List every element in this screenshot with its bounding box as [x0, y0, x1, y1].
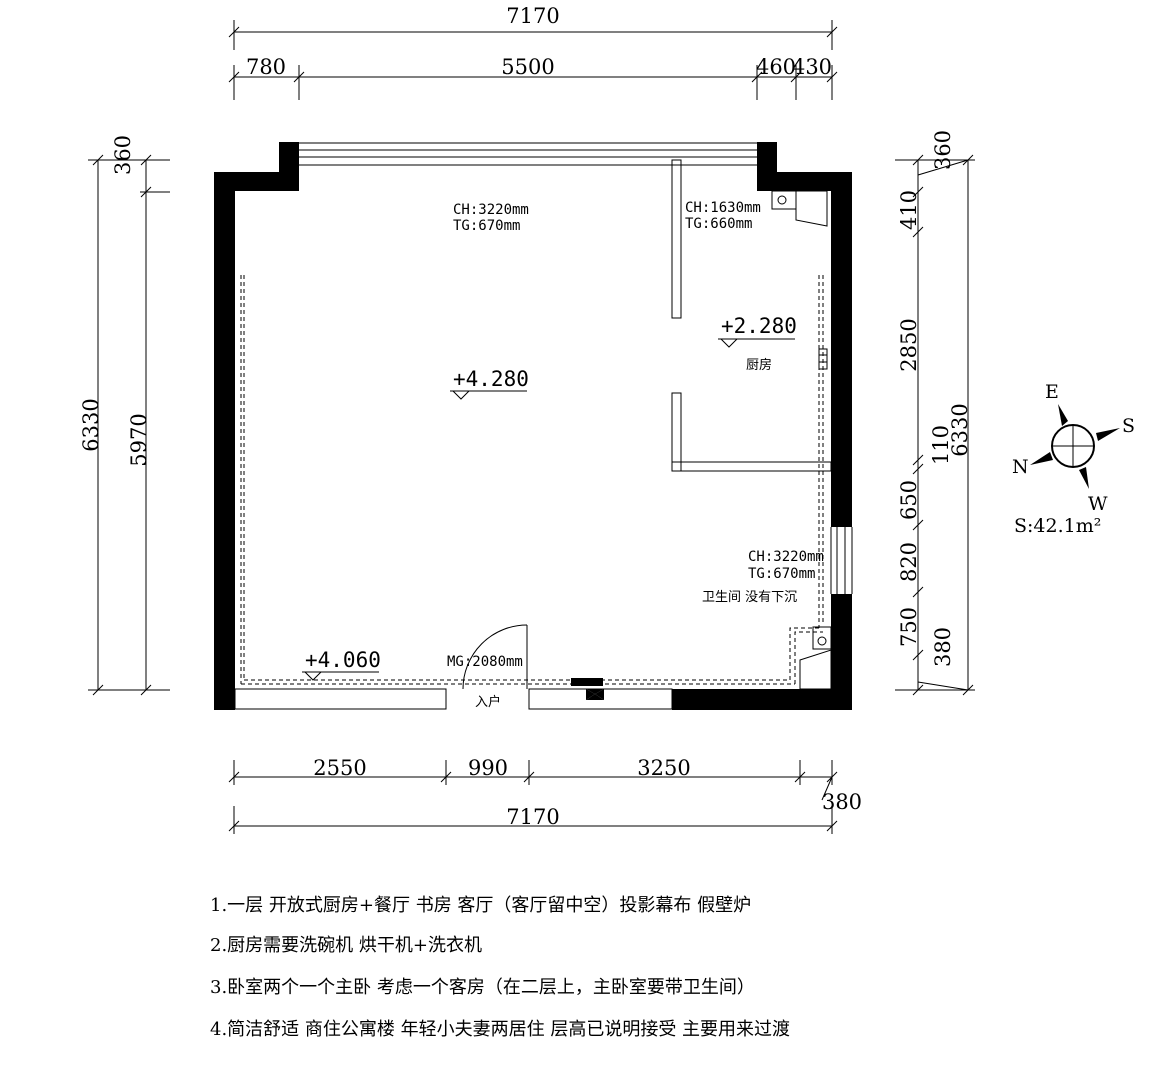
- bottom-dimension-990: 990: [468, 756, 508, 780]
- compass-west: W: [1088, 493, 1108, 515]
- right-dimension-750: 750: [897, 607, 921, 647]
- right-dimension-410: 410: [897, 190, 921, 230]
- level-kitchen-text: +2.280: [721, 314, 797, 338]
- top-dimension-430: 430: [792, 55, 832, 79]
- bathroom-label: 卫生间 没有下沉: [702, 590, 797, 605]
- left-top-dimension: 360: [111, 135, 135, 175]
- right-dimension-650: 650: [897, 480, 921, 520]
- compass-north: N: [1012, 456, 1029, 478]
- bathroom-shaft: [799, 626, 832, 690]
- level-main-text: +4.280: [453, 367, 529, 391]
- compass-east: E: [1045, 381, 1059, 403]
- valve-symbol: [571, 678, 604, 700]
- bath-tg: TG:670mm: [748, 566, 815, 582]
- walls: [214, 142, 852, 710]
- top-dimension-460: 460: [756, 55, 796, 79]
- kitchen-tg: TG:660mm: [685, 216, 752, 232]
- right-window: [830, 527, 853, 594]
- bath-ceiling-height: CH:3220mm: [748, 549, 824, 565]
- bottom-dimension-3250: 3250: [637, 756, 690, 780]
- level-entry-text: +4.060: [305, 648, 381, 672]
- left-outer-dimension: 6330: [79, 398, 103, 451]
- electrical-box: [818, 348, 828, 370]
- top-dimension-780: 780: [246, 55, 286, 79]
- bottom-total-dimension: 7170: [506, 805, 559, 829]
- note-1: 1.一层 开放式厨房+餐厅 书房 客厅（客厅留中空）投影幕布 假壁炉: [210, 895, 751, 916]
- right-dimension-lines: [895, 154, 975, 696]
- left-inner-dimension: 5970: [127, 413, 151, 466]
- living-tg: TG:670mm: [453, 218, 520, 234]
- right-dimension-360: 360: [931, 130, 955, 170]
- note-2: 2.厨房需要洗碗机 烘干机+洗衣机: [210, 935, 482, 956]
- top-dimension-lines: [228, 20, 838, 100]
- note-4: 4.简洁舒适 商住公寓楼 年轻小夫妻两居住 层高已说明接受 主要用来过渡: [210, 1019, 790, 1040]
- level-marker-main: +4.280: [450, 367, 529, 400]
- bottom-dimension-lines: [228, 760, 838, 834]
- living-ceiling-height: CH:3220mm: [453, 202, 529, 218]
- bottom-dimension-380: 380: [822, 790, 862, 814]
- area-label: S:42.1m²: [1014, 515, 1101, 537]
- bottom-wall-hollow: [234, 688, 673, 710]
- entrance-door: [462, 624, 528, 690]
- entrance-label: 入户: [475, 694, 501, 710]
- top-window: [299, 142, 757, 166]
- right-total-dimension: 6330: [948, 403, 972, 456]
- right-dimension-110: 110: [929, 425, 953, 465]
- interior-finish-lines: [240, 275, 824, 685]
- kitchen-shaft: [771, 190, 828, 227]
- compass-south: S: [1122, 415, 1135, 437]
- right-dimension-820: 820: [897, 542, 921, 582]
- kitchen-ceiling-height: CH:1630mm: [685, 200, 761, 216]
- level-marker-kitchen: +2.280: [718, 314, 797, 348]
- top-total-dimension: 7170: [506, 4, 559, 28]
- left-dimension-lines: [88, 154, 170, 696]
- note-3: 3.卧室两个一个主卧 考虑一个客房（在二层上，主卧室要带卫生间）: [210, 977, 755, 998]
- bottom-dimension-2550: 2550: [313, 756, 366, 780]
- kitchen-partition: [671, 159, 832, 472]
- compass-icon: [1030, 404, 1120, 489]
- kitchen-label: 厨房: [746, 357, 772, 373]
- door-height: MG:2080mm: [447, 654, 523, 670]
- right-dimension-380: 380: [931, 627, 955, 667]
- top-dimension-5500: 5500: [501, 55, 554, 79]
- right-dimension-2850: 2850: [897, 318, 921, 371]
- level-marker-entry: +4.060: [302, 648, 381, 681]
